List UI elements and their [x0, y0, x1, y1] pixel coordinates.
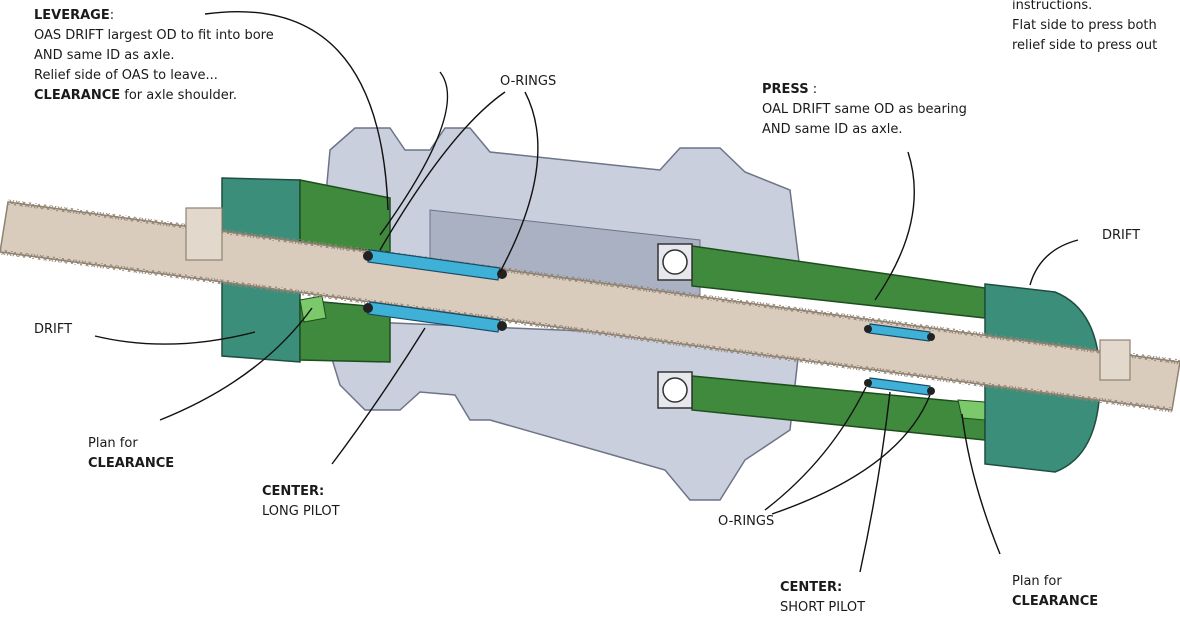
plan-left-clearance: CLEARANCE: [88, 456, 175, 471]
leader-center-long: [331, 327, 426, 465]
leader-o-rings-bottom: [764, 386, 867, 511]
leader-drift-right: [1029, 239, 1079, 286]
right-nut: [1099, 339, 1131, 381]
leader-plan-right: [961, 413, 1001, 555]
leverage-line-4: for axle shoulder.: [120, 88, 238, 103]
leverage-title: LEVERAGE: [34, 8, 110, 23]
leader-leverage: [204, 10, 389, 211]
leader-leverage-2: [379, 71, 449, 236]
short-pilot-lower: [868, 377, 931, 396]
press-title: PRESS: [762, 82, 809, 97]
threaded-rod-thread-bottom: [0, 249, 1173, 413]
left-nut: [185, 207, 223, 261]
center-short-sub: SHORT PILOT: [780, 600, 866, 615]
bearing-ball-lower: [662, 377, 688, 403]
leader-o-rings-top-2: [499, 91, 539, 273]
center-long-title: CENTER:: [262, 484, 325, 499]
hub-body-lower: [318, 319, 801, 501]
label-center-short: CENTER: SHORT PILOT: [780, 578, 865, 618]
o-ring-8: [927, 387, 935, 395]
label-drift-right: DRIFT: [1102, 228, 1141, 243]
leader-center-short: [859, 391, 891, 573]
leader-o-rings-bottom-2: [771, 394, 931, 515]
label-top-right: instructions. Flat side to press both re…: [1012, 0, 1157, 56]
label-plan-left: Plan for CLEARANCE: [88, 434, 174, 474]
o-ring-7: [864, 379, 872, 387]
label-plan-right: Plan for CLEARANCE: [1012, 572, 1098, 612]
leader-press: [874, 151, 915, 301]
o-ring-6: [927, 333, 935, 341]
center-long-sub: LONG PILOT: [262, 504, 340, 519]
label-press: PRESS : OAL DRIFT same OD as bearing AND…: [762, 80, 967, 140]
leverage-line-3: Relief side of OAS to leave...: [34, 68, 218, 83]
o-ring-5: [864, 325, 872, 333]
label-center-long: CENTER: LONG PILOT: [262, 482, 340, 522]
top-right-line-3: relief side to press out: [1012, 38, 1158, 53]
o-ring-2: [497, 269, 507, 279]
leverage-line-1: OAS DRIFT largest OD to fit into bore: [34, 28, 274, 43]
bearing-ball-upper: [662, 249, 688, 275]
label-leverage: LEVERAGE: OAS DRIFT largest OD to fit in…: [34, 8, 274, 103]
plan-right-line-1: Plan for: [1012, 574, 1062, 589]
leverage-clearance: CLEARANCE: [34, 88, 121, 103]
top-right-line-1: instructions.: [1012, 0, 1093, 13]
leader-drift-left: [94, 331, 256, 345]
plan-right-clearance: CLEARANCE: [1012, 594, 1099, 609]
press-line-1: OAL DRIFT same OD as bearing: [762, 102, 967, 117]
leader-lines: [94, 10, 1079, 573]
leader-o-rings-top: [379, 91, 506, 251]
leverage-line-2: AND same ID as axle.: [34, 48, 175, 63]
o-ring-1: [363, 251, 373, 261]
top-right-line-2: Flat side to press both: [1012, 18, 1157, 33]
o-ring-4: [497, 321, 507, 331]
center-short-title: CENTER:: [780, 580, 843, 595]
label-drift-left: DRIFT: [34, 322, 73, 337]
press-line-2: AND same ID as axle.: [762, 122, 903, 137]
leader-plan-left: [159, 307, 313, 421]
o-ring-3: [363, 303, 373, 313]
label-o-rings-bottom: O-RINGS: [718, 514, 775, 529]
plan-left-line-1: Plan for: [88, 436, 138, 451]
label-o-rings-top: O-RINGS: [500, 74, 557, 89]
